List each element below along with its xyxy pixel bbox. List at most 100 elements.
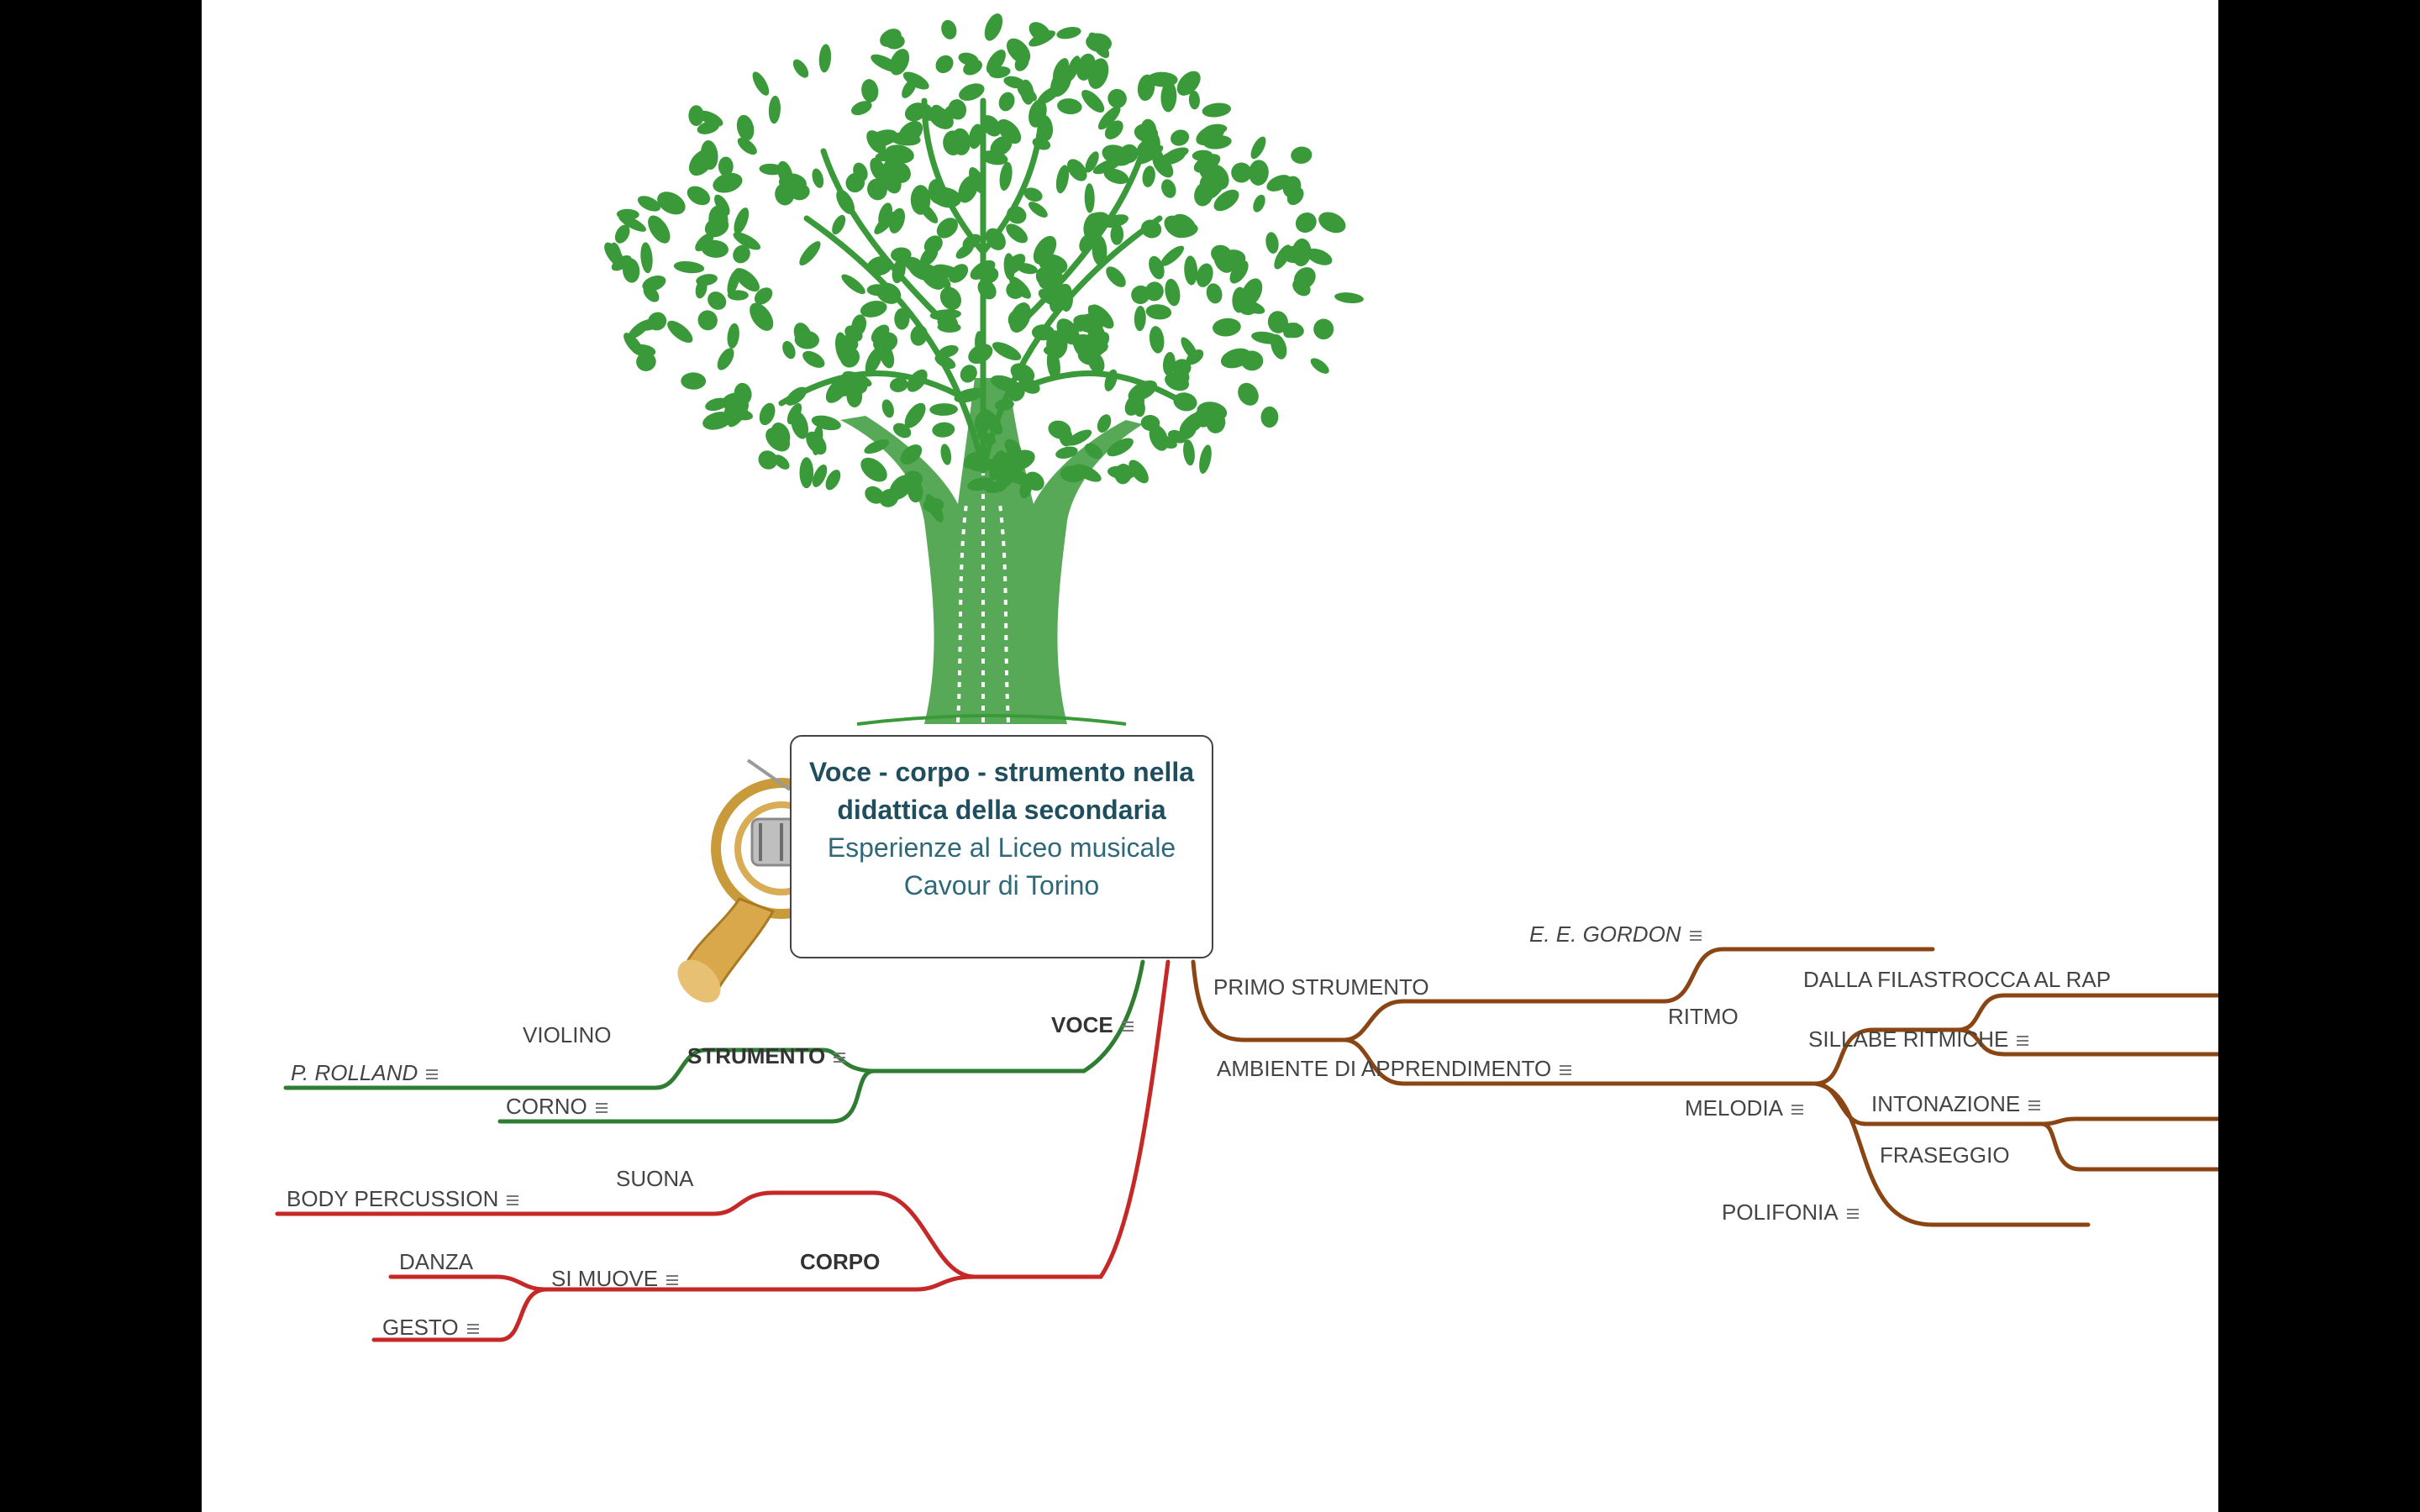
topic-rolland[interactable]: P. ROLLAND xyxy=(291,1060,439,1085)
note-icon[interactable] xyxy=(2028,1100,2041,1111)
tree-leaf xyxy=(1250,136,1266,160)
tree-leaf xyxy=(717,348,734,370)
tree-leaf xyxy=(1072,313,1097,332)
tree-leaf xyxy=(832,214,846,235)
topic-si-muove[interactable]: SI MUOVE xyxy=(551,1266,679,1291)
topic-strumento[interactable]: STRUMENTO xyxy=(687,1043,846,1068)
note-icon[interactable] xyxy=(1560,1065,1572,1076)
tree-leaf xyxy=(1295,212,1317,234)
tree-leaf xyxy=(1282,176,1302,198)
tree-leaf xyxy=(1140,414,1160,432)
tree-leaf xyxy=(752,71,770,96)
connector-body xyxy=(275,1190,776,1216)
note-icon[interactable] xyxy=(595,1103,608,1114)
tree-leaf xyxy=(1172,213,1197,235)
tree-leaf xyxy=(1202,102,1232,118)
tree-leaf xyxy=(811,415,841,431)
topic-filastrocca[interactable]: DALLA FILASTROCCA AL RAP xyxy=(1803,967,2111,992)
tree-leaf xyxy=(1056,27,1081,39)
tree-leaf xyxy=(1239,299,1265,314)
tree-leaf xyxy=(802,350,825,368)
note-icon[interactable] xyxy=(1791,1105,1804,1116)
tree-leaf xyxy=(648,312,667,331)
tree-leaf xyxy=(865,486,885,504)
tree-leaf xyxy=(940,444,952,465)
note-icon[interactable] xyxy=(1121,1021,1134,1032)
tree-leaf xyxy=(734,268,760,292)
note-icon[interactable] xyxy=(666,1275,679,1286)
topic-voce[interactable]: VOCE xyxy=(1051,1012,1134,1037)
tree-leaf xyxy=(1086,33,1113,53)
tree-leaf xyxy=(1253,194,1265,213)
tree-leaf xyxy=(1107,88,1127,108)
topic-corno[interactable]: CORNO xyxy=(506,1094,608,1119)
connector-simuove xyxy=(544,1274,977,1292)
topic-fraseggio[interactable]: FRASEGGIO xyxy=(1880,1142,2010,1168)
tree-leaf xyxy=(889,475,913,500)
mind-map-canvas: Voce - corpo - strumento nella didattica… xyxy=(202,0,2218,1512)
topic-suona[interactable]: SUONA xyxy=(616,1166,693,1191)
topic-corpo[interactable]: CORPO xyxy=(800,1249,880,1274)
topic-primo-strumento[interactable]: PRIMO STRUMENTO xyxy=(1213,974,1429,1000)
connector-gordon xyxy=(1661,947,1935,1004)
tree-leaf xyxy=(1171,129,1190,146)
tree-leaf xyxy=(845,172,865,193)
tree-leaf xyxy=(860,300,887,318)
tree-leaf xyxy=(948,99,967,120)
topic-intonazione[interactable]: INTONAZIONE xyxy=(1871,1091,2041,1116)
topic-rolland-label: P. ROLLAND xyxy=(291,1060,418,1085)
note-icon[interactable] xyxy=(507,1195,519,1206)
central-topic-subtitle: Esperienze al Liceo musicale Cavour di T… xyxy=(827,832,1176,900)
tree-leaf xyxy=(1140,118,1157,140)
topic-violino[interactable]: VIOLINO xyxy=(523,1022,611,1047)
tree-leaf xyxy=(889,377,908,392)
tree-leaf xyxy=(1184,255,1198,286)
tree-leaf xyxy=(737,137,757,155)
topic-ambiente-label: AMBIENTE DI APPRENDIMENTO xyxy=(1217,1056,1552,1081)
topic-corpo-label: CORPO xyxy=(800,1249,881,1274)
tree-leaf xyxy=(1149,255,1165,280)
tree-leaf xyxy=(736,114,755,141)
tree-leaf xyxy=(894,307,910,330)
topic-gesto[interactable]: GESTO xyxy=(382,1315,479,1340)
topic-body-percussion[interactable]: BODY PERCUSSION xyxy=(287,1186,519,1211)
central-topic[interactable]: Voce - corpo - strumento nella didattica… xyxy=(790,735,1213,958)
topic-gordon[interactable]: E. E. GORDON xyxy=(1529,921,1702,947)
tree-leaf xyxy=(881,399,894,418)
tree-leaf xyxy=(705,397,729,412)
tree-leaf xyxy=(935,55,954,74)
tree-leaf xyxy=(1251,331,1281,344)
topic-sillabe[interactable]: SILLABE RITMICHE xyxy=(1808,1026,2029,1052)
tree-leaf xyxy=(702,412,733,430)
tree-leaf xyxy=(1265,232,1279,254)
tree-leaf xyxy=(846,384,863,407)
note-icon[interactable] xyxy=(1846,1209,1859,1220)
topic-melodia[interactable]: MELODIA xyxy=(1685,1095,1804,1121)
tree-leaf xyxy=(1084,443,1103,459)
tree-leaf xyxy=(768,95,781,124)
tree-leaf xyxy=(1097,414,1112,433)
connector-violino xyxy=(703,1047,876,1074)
topic-danza-label: DANZA xyxy=(399,1249,474,1274)
topic-danza[interactable]: DANZA xyxy=(399,1249,473,1274)
tree-leaf xyxy=(885,34,905,50)
tree-leaf xyxy=(1009,276,1031,299)
note-icon[interactable] xyxy=(2017,1036,2029,1047)
tree-leaf xyxy=(799,457,814,489)
topic-ritmo[interactable]: RITMO xyxy=(1668,1004,1739,1029)
tree-leaf xyxy=(1028,202,1048,218)
tree-leaf xyxy=(902,78,917,98)
note-icon[interactable] xyxy=(834,1053,846,1063)
note-icon[interactable] xyxy=(466,1324,479,1335)
topic-suona-label: SUONA xyxy=(616,1166,694,1191)
note-icon[interactable] xyxy=(1689,931,1702,942)
tree-leaf xyxy=(782,340,796,360)
topic-ambiente[interactable]: AMBIENTE DI APPRENDIMENTO xyxy=(1217,1056,1572,1081)
tree-leaf xyxy=(1140,219,1162,239)
connector-fraseggio xyxy=(2039,1121,2218,1172)
topic-polifonia[interactable]: POLIFONIA xyxy=(1722,1200,1859,1225)
note-icon[interactable] xyxy=(426,1069,439,1080)
tree-leaf xyxy=(636,352,656,371)
tree-leaf xyxy=(1066,429,1092,446)
